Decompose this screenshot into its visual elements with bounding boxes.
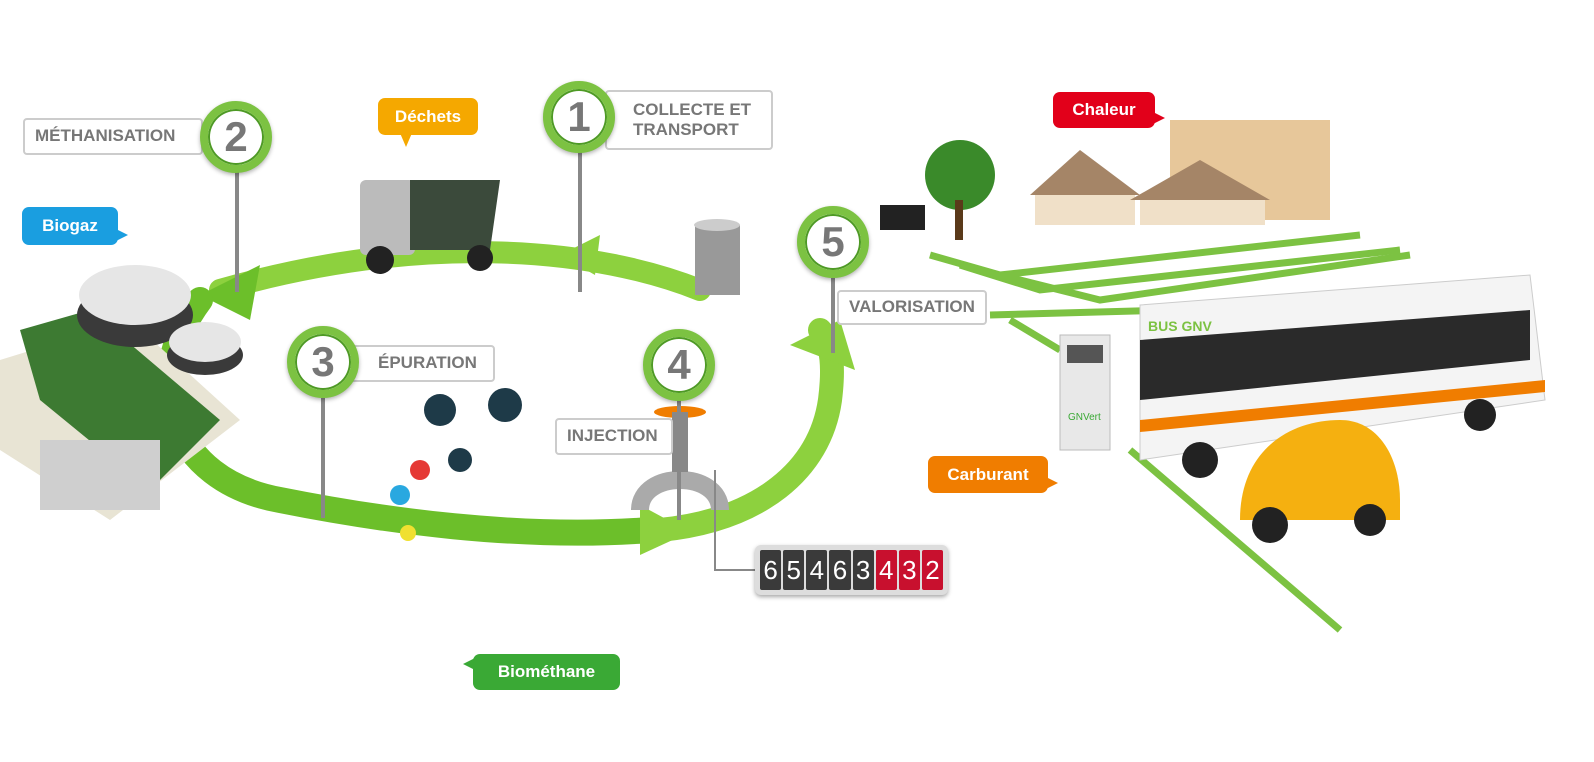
pump-label: GNVert: [1068, 412, 1101, 423]
arrowhead-2: [200, 265, 260, 320]
pole-step-4: [677, 400, 681, 520]
counter-digit: 6: [829, 550, 851, 590]
chaleur-bubble: Chaleur: [1053, 92, 1165, 128]
step-1-circle: 1: [543, 81, 615, 153]
counter-digit: 3: [898, 550, 920, 590]
step-1-label: COLLECTE ET TRANSPORT: [605, 90, 773, 150]
biogaz-bubble: Biogaz: [22, 207, 128, 245]
methanisation-plant-illustration: [0, 265, 243, 520]
bus-illustration: [1139, 274, 1546, 478]
step-5-circle: 5: [797, 206, 869, 278]
bus-sign: BUS GNV: [1148, 318, 1212, 334]
counter-digit: 5: [783, 550, 805, 590]
pole-step-5: [831, 278, 835, 353]
counter-digit: 6: [760, 550, 782, 590]
step-2-label: MÉTHANISATION: [23, 118, 203, 155]
distribution-network: [929, 231, 1411, 633]
car-illustration: [1240, 420, 1400, 543]
step-2-circle: 2: [200, 101, 272, 173]
step-4-circle: 4: [643, 329, 715, 401]
counter-digit: 3: [852, 550, 874, 590]
carburant-bubble: Carburant: [928, 456, 1058, 493]
counter-connector: [714, 470, 755, 571]
pole-step-3: [321, 398, 325, 518]
counter-digit: 4: [806, 550, 828, 590]
arrowhead-5: [790, 320, 855, 370]
dechets-bubble: Déchets: [378, 98, 478, 147]
flow-arrow-collecte-to-methanisation: [209, 241, 711, 301]
biomethane-bubble: Biométhane: [463, 654, 620, 690]
molecules-illustration: [390, 388, 522, 541]
pole-step-1: [578, 152, 582, 292]
step-3-circle: 3: [287, 326, 359, 398]
gas-meter-counter: 6 5 4 6 3 4 3 2: [755, 545, 948, 595]
counter-digit: 2: [921, 550, 943, 590]
cow-and-tree-illustration: [880, 140, 995, 240]
houses-city-illustration: [1030, 120, 1330, 225]
fuel-pump-illustration: [1059, 334, 1111, 451]
pole-step-2: [235, 172, 239, 292]
step-4-label: INJECTION: [555, 418, 673, 455]
flow-arrow-methanisation-to-epuration: [156, 287, 663, 546]
step-3-label: ÉPURATION: [350, 345, 495, 382]
counter-digit: 4: [875, 550, 897, 590]
trash-bin-illustration: [694, 219, 740, 295]
step-5-label: VALORISATION: [837, 290, 987, 325]
garbage-truck-illustration: [360, 180, 500, 274]
